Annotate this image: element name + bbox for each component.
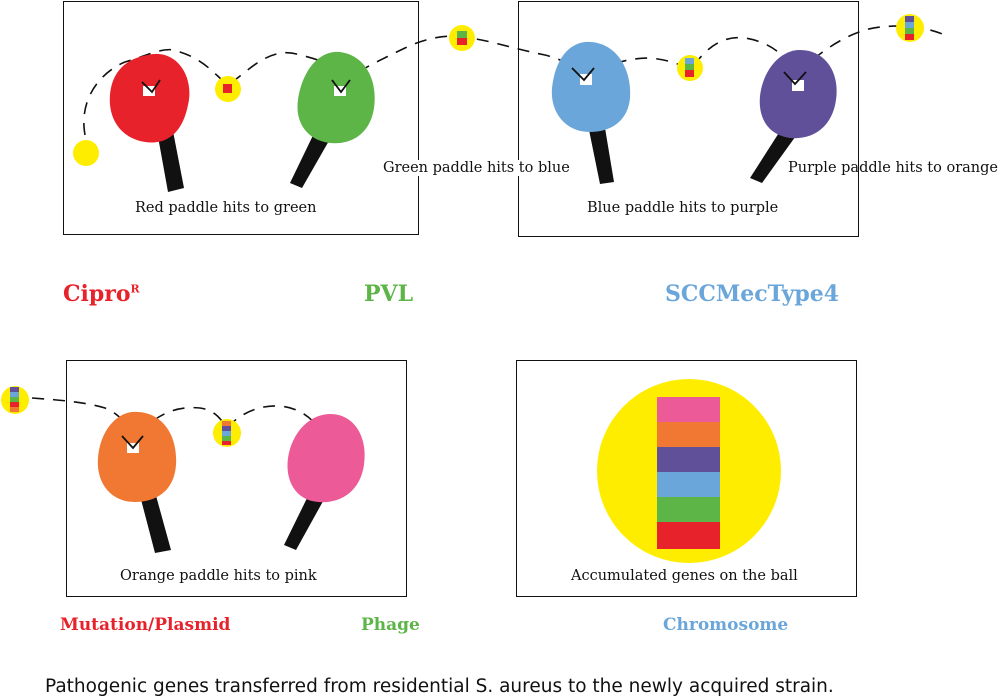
caption-green-to-blue: Green paddle hits to blue <box>383 160 570 176</box>
ball-4 <box>677 55 703 81</box>
panel-blue-purple <box>518 1 859 237</box>
ball-5 <box>896 14 924 42</box>
label-phage: Phage <box>361 615 420 635</box>
caption-purple-to-orange: Purple paddle hits to orange <box>788 160 998 176</box>
ball-2 <box>215 76 241 102</box>
label-cipro-sup: R <box>130 282 140 296</box>
panel-red-green <box>63 1 419 235</box>
red-paddle <box>109 53 190 192</box>
figure-caption: Pathogenic genes transferred from reside… <box>45 676 834 697</box>
label-cipro-text: Cipro <box>63 281 131 307</box>
ball-trajectory <box>83 25 946 136</box>
ball-7 <box>213 419 241 447</box>
label-mutation-plasmid: Mutation/Plasmid <box>60 615 231 635</box>
accumulated-ball <box>597 379 781 563</box>
caption-orange-to-pink: Orange paddle hits to pink <box>120 568 317 584</box>
caption-accumulated: Accumulated genes on the ball <box>571 568 798 584</box>
label-pvl: PVL <box>364 281 414 307</box>
caption-red-to-green: Red paddle hits to green <box>135 200 317 216</box>
panel-accumulated <box>516 360 857 597</box>
purple-paddle <box>750 50 837 183</box>
pink-paddle <box>284 414 365 550</box>
blue-paddle <box>551 41 631 184</box>
orange-paddle <box>97 411 177 553</box>
green-paddle <box>290 51 375 188</box>
ball-6 <box>1 386 29 414</box>
caption-blue-to-purple: Blue paddle hits to purple <box>587 200 779 216</box>
label-sccmec: SCCMecType4 <box>665 281 840 307</box>
ball-3 <box>449 25 475 51</box>
label-cipro: CiproR <box>63 281 140 307</box>
ball-1 <box>73 140 99 166</box>
label-chromosome: Chromosome <box>663 615 789 635</box>
panel-orange-pink <box>66 360 407 597</box>
